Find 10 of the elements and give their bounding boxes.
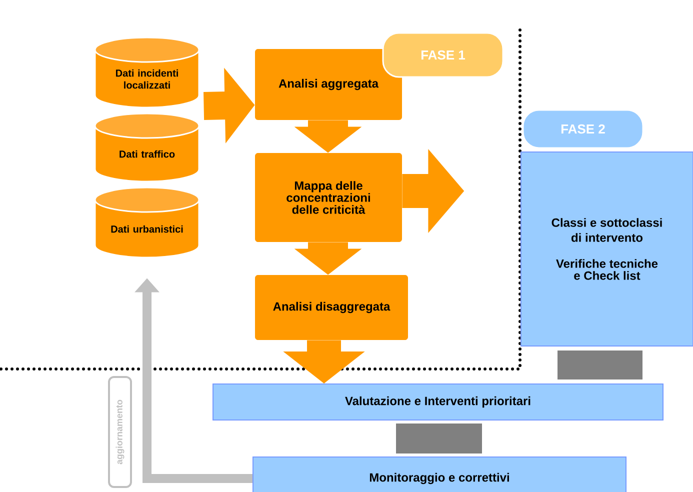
- process-box: Classi e sottoclassi di intervento Verifiche tecniche e Check list: [520, 152, 693, 346]
- database-cylinder: Dati traffico: [94, 112, 200, 182]
- database-cylinder: Dati incidenti localizzati: [94, 36, 200, 108]
- phase-badge: FASE 2: [522, 109, 644, 149]
- connector-bar: [558, 350, 642, 380]
- database-cylinder: Dati urbanistici: [94, 186, 200, 258]
- process-box: Monitoraggio e correttivi: [252, 456, 626, 492]
- phase-badge: FASE 1: [382, 32, 504, 78]
- process-box: Valutazione e Interventi prioritari: [212, 384, 664, 420]
- edge-label: aggiornamento: [108, 376, 132, 488]
